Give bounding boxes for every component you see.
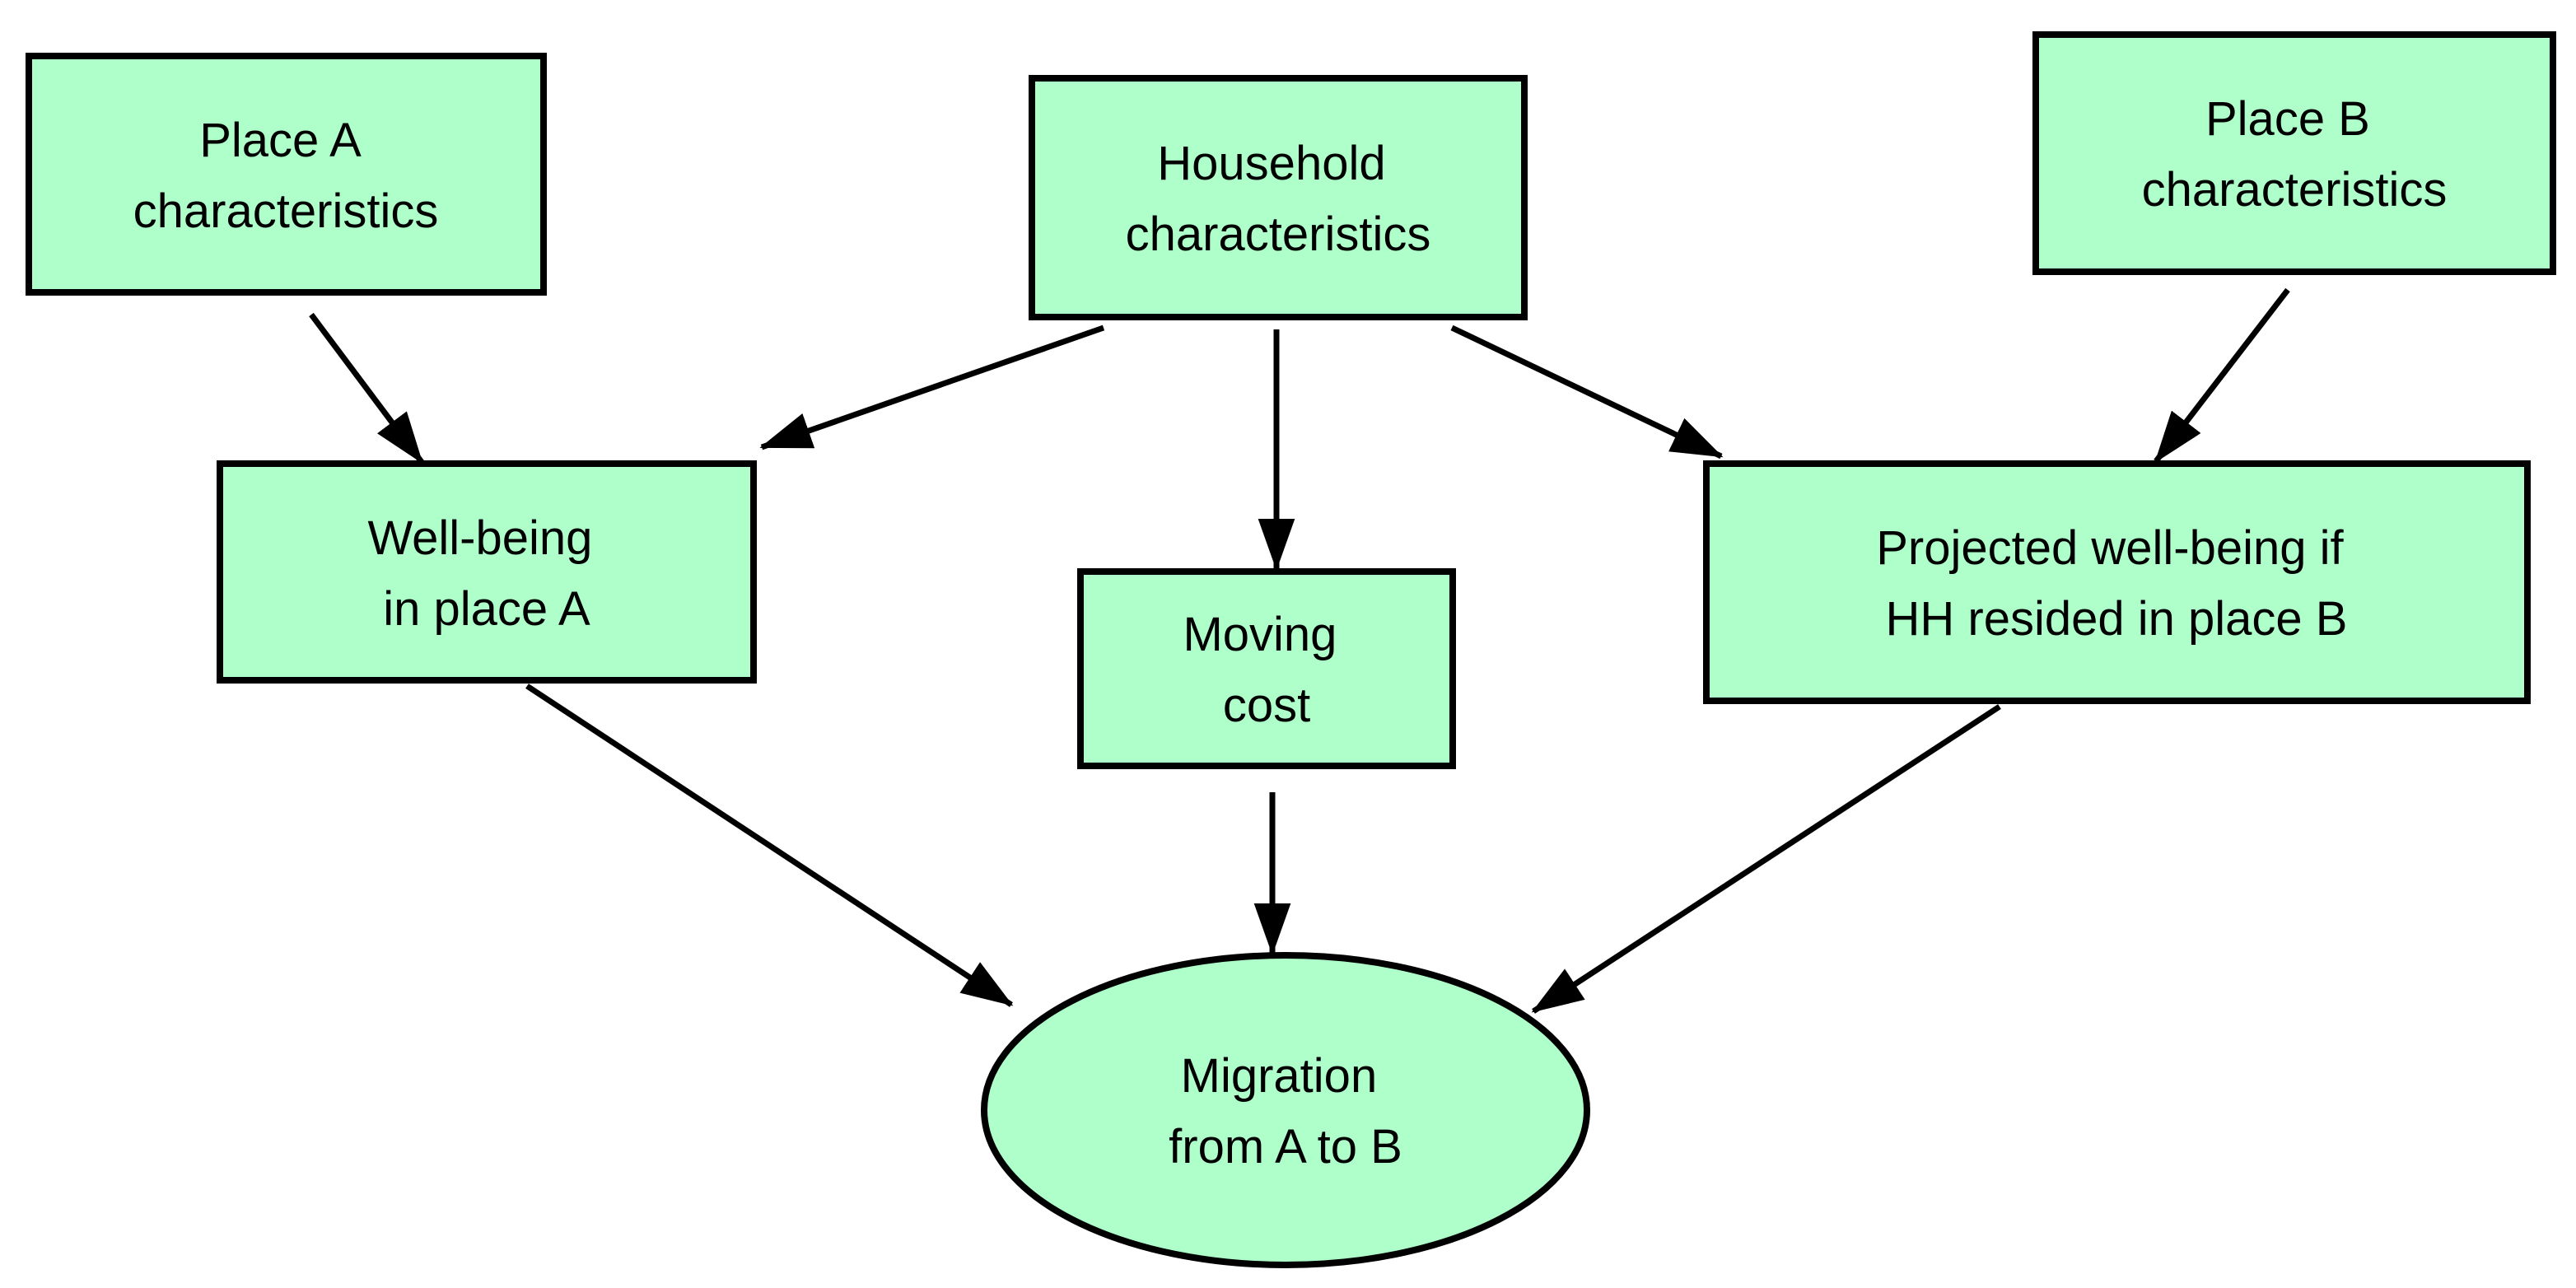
projected-well-being-b-label-line1: Projected well-being if: [1876, 521, 2344, 575]
node-household-characteristics: Household characteristics: [1029, 75, 1528, 320]
place-b-label-line2: characteristics: [2142, 163, 2448, 217]
node-moving-cost: Moving cost: [1077, 568, 1456, 769]
place-a-label-line2: characteristics: [133, 184, 439, 238]
edge-place-a-to-well-being-a: [309, 312, 424, 464]
migration-label-line1: Migration: [1181, 1049, 1378, 1103]
edges-layer: [309, 287, 2290, 1014]
node-projected-well-being-place-b: Projected well-being if HH resided in pl…: [1703, 460, 2531, 704]
place-b-label-line1: Place B: [2205, 92, 2370, 146]
migration-label-line2: from A to B: [1169, 1120, 1402, 1174]
moving-cost-label-line2: cost: [1223, 679, 1310, 732]
well-being-a-label: Well-being in place A: [367, 511, 605, 636]
place-a-label: Place A characteristics: [133, 114, 439, 238]
household-box: [1029, 75, 1528, 320]
place-b-label: Place B characteristics: [2142, 92, 2448, 217]
edge-household-to-well-being-a: [759, 324, 1105, 450]
node-migration-from-a-to-b: Migration from A to B: [981, 952, 1590, 1268]
place-a-label-line1: Place A: [199, 114, 362, 167]
edge-well-being-a-to-migration: [525, 684, 1014, 1007]
well-being-a-label-line1: Well-being: [367, 511, 592, 565]
well-being-a-box: [217, 460, 757, 684]
migration-label: Migration from A to B: [1169, 1049, 1402, 1174]
node-place-b-characteristics: Place B characteristics: [2032, 31, 2556, 275]
projected-well-being-b-label-line2: HH resided in place B: [1886, 592, 2348, 646]
node-place-a-characteristics: Place A characteristics: [26, 53, 547, 296]
moving-cost-label: Moving cost: [1183, 608, 1350, 732]
projected-well-being-b-box: [1703, 460, 2531, 704]
well-being-a-label-line2: in place A: [383, 582, 590, 636]
household-label-line2: characteristics: [1126, 208, 1431, 261]
household-label-line1: Household: [1157, 137, 1385, 190]
place-b-box: [2032, 31, 2556, 275]
migration-ellipse: [981, 952, 1590, 1268]
projected-well-being-b-label: Projected well-being if HH resided in pl…: [1876, 521, 2357, 646]
node-well-being-in-place-a: Well-being in place A: [217, 460, 757, 684]
edge-household-to-projected-well-being-b: [1450, 324, 1724, 460]
edge-place-b-to-projected-well-being-b: [2154, 287, 2290, 464]
moving-cost-label-line1: Moving: [1183, 608, 1337, 661]
household-label: Household characteristics: [1126, 137, 1431, 261]
moving-cost-box: [1077, 568, 1456, 769]
edge-projected-well-being-b-to-migration: [1531, 704, 2001, 1014]
place-a-box: [26, 53, 547, 296]
